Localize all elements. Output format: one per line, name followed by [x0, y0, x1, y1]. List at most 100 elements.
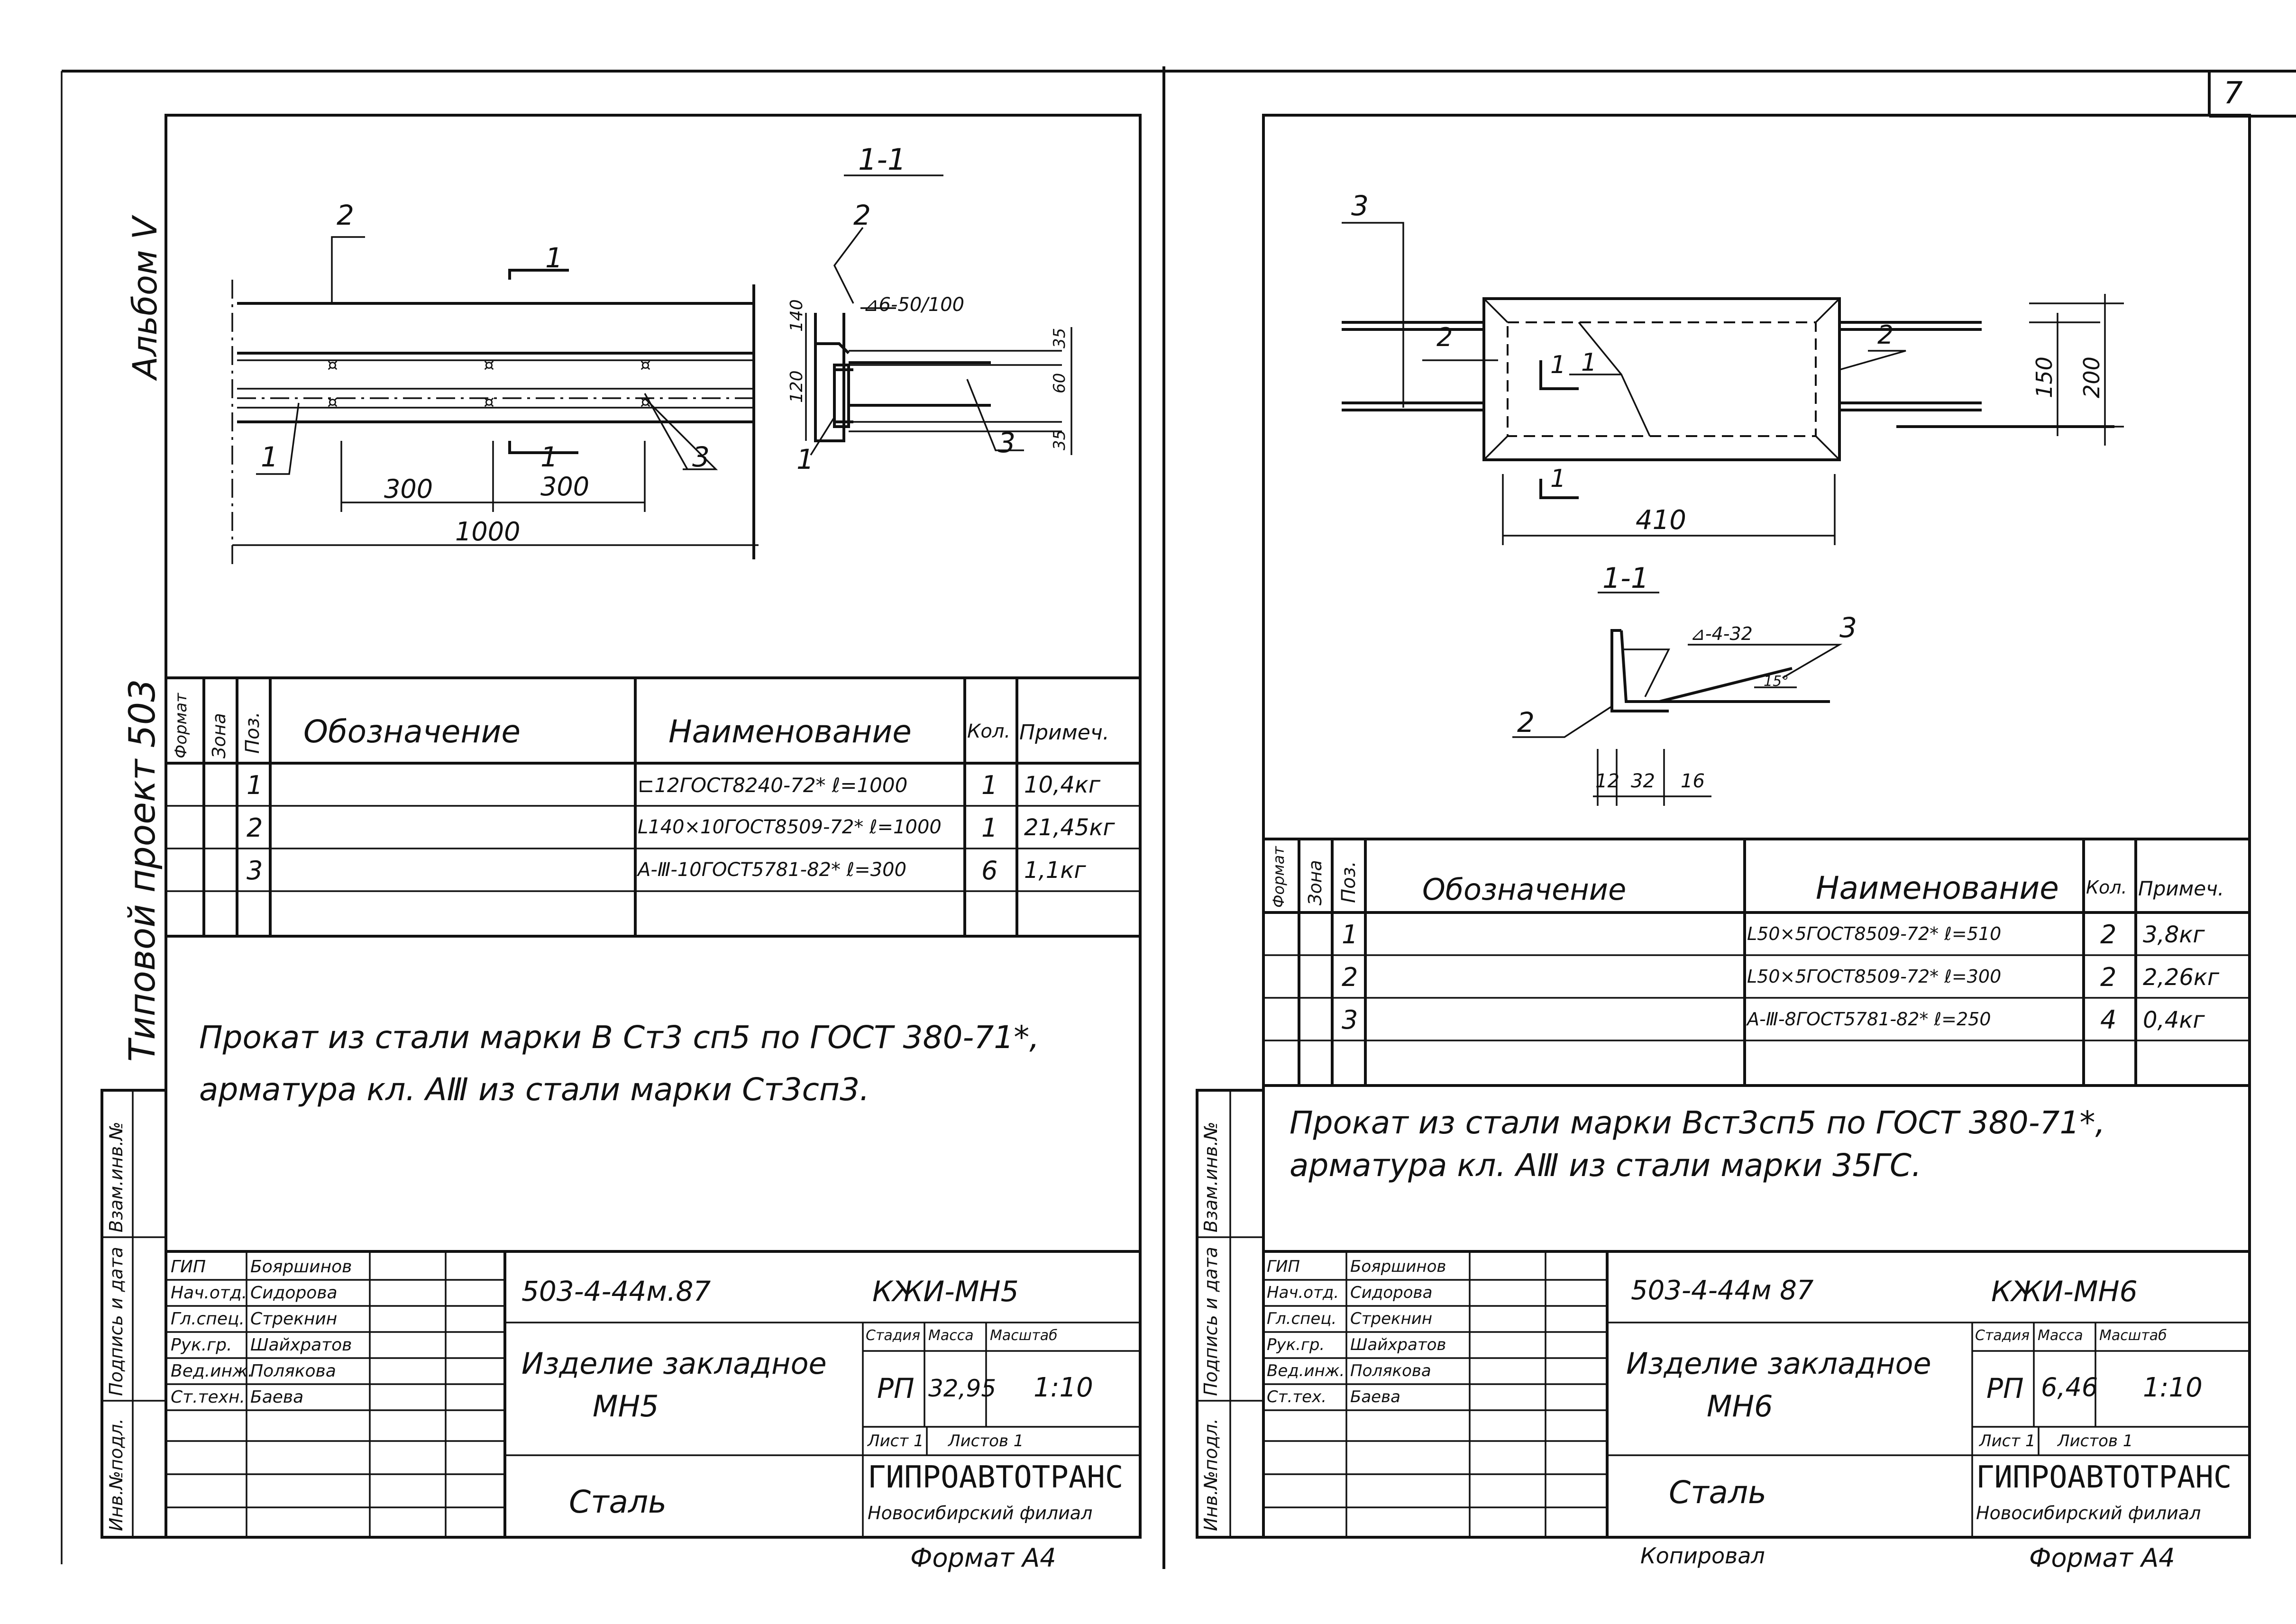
stamp-roles: ГИП Нач.отд. Гл.спец. Рук.гр. Вед.инж. С… — [1267, 1254, 1345, 1410]
label-pos-3: 3 — [1351, 190, 1369, 222]
material: Сталь — [1669, 1474, 1767, 1511]
stamp-name: Полякова — [1350, 1361, 1431, 1380]
section-title: 1-1 — [858, 142, 906, 177]
stamp-role: Ст.тех. — [1267, 1387, 1327, 1406]
label-pos-3: 3 — [692, 441, 710, 473]
project-label: Типовой проект 503 — [121, 679, 163, 1062]
stamp-role: ГИП — [171, 1257, 206, 1277]
row-name: ⊏12ГОСТ8240-72* ℓ=1000 — [638, 774, 908, 797]
stamp-role: Вед.инж. — [171, 1361, 253, 1381]
weld-symbol: ⊿-4-32 — [1690, 623, 1753, 644]
scale-label: Масштаб — [990, 1327, 1058, 1344]
organization: ГИПРОАВТОТРАНС — [868, 1460, 1124, 1495]
row-name: L140×10ГОСТ8509-72* ℓ=1000 — [638, 816, 942, 838]
row-note: 1,1кг — [1024, 857, 1086, 884]
stamp-name: Баева — [250, 1387, 304, 1407]
stamp-role: Нач.отд. — [171, 1283, 247, 1303]
svg-text:¤: ¤ — [327, 392, 338, 412]
dimension: 35 — [1050, 429, 1069, 450]
weld-symbol: ⊿6-50/100 — [863, 294, 965, 316]
inv-zam-label-right: Взам.инв.№ — [1200, 1122, 1221, 1232]
material-note: Прокат из стали марки Вст3сп5 по ГОСТ 38… — [1290, 1104, 2105, 1141]
mass-value: 6,46 — [2041, 1372, 2098, 1402]
material-note: Прокат из стали марки В Ст3 сп5 по ГОСТ … — [199, 1019, 1040, 1056]
label-pos-2: 2 — [1436, 322, 1453, 352]
header-format: Формат — [1270, 846, 1288, 908]
stamp-name: Полякова — [250, 1361, 336, 1381]
stamp-names: Бояршинов Сидорова Стрекнин Шайхратов По… — [1350, 1254, 1446, 1410]
row-note: 10,4кг — [1024, 772, 1101, 798]
stamp-role: ГИП — [1267, 1257, 1300, 1276]
stamp-name: Сидорова — [250, 1283, 338, 1303]
row-note: 3,8кг — [2143, 921, 2205, 948]
row-qty: 1 — [981, 813, 998, 843]
row-pos: 2 — [1342, 962, 1358, 992]
stamp-roles: ГИП Нач.отд. Гл.спец. Рук.гр. Вед.инж. С… — [171, 1254, 253, 1410]
header-name: Наименование — [668, 713, 912, 750]
signature-date-label: Подпись и дата — [106, 1247, 127, 1396]
dimension: 300 — [384, 474, 433, 504]
sheet-number: Лист 1 — [1979, 1432, 2036, 1451]
stamp-role: Рук.гр. — [171, 1335, 232, 1355]
mass-label: Масса — [928, 1327, 974, 1344]
dimension: 150 — [2031, 356, 2057, 398]
drawing-title: МН6 — [1707, 1389, 1773, 1423]
signature-date-label-right: Подпись и дата — [1200, 1247, 1221, 1396]
scale-value: 1:10 — [2143, 1372, 2203, 1403]
row-qty: 1 — [981, 770, 998, 800]
material-note: арматура кл. АⅢ из стали марки 35ГС. — [1290, 1147, 1921, 1184]
material-note: арматура кл. АⅢ из стали марки Ст3сп3. — [199, 1071, 870, 1108]
header-designation: Обозначение — [1422, 872, 1627, 907]
label-pos-1: 1 — [796, 443, 814, 475]
section-title: 1-1 — [1602, 562, 1649, 595]
drawing-mark: КЖИ-МН6 — [1991, 1275, 2138, 1308]
row-qty: 6 — [981, 856, 998, 885]
header-name: Наименование — [1816, 870, 2059, 906]
dimension: 60 — [1050, 373, 1069, 393]
dimension: 1000 — [455, 517, 521, 547]
row-name: A-Ⅲ-10ГОСТ5781-82* ℓ=300 — [638, 859, 907, 881]
sheets-total: Листов 1 — [948, 1432, 1024, 1451]
header-note: Примеч. — [1019, 721, 1109, 745]
stamp-name: Шайхратов — [1350, 1335, 1446, 1354]
row-pos: 1 — [247, 770, 263, 800]
stage-label: Стадия — [866, 1327, 921, 1344]
row-qty: 2 — [2100, 962, 2117, 992]
format-label: Формат А4 — [2029, 1543, 2175, 1573]
dimension: 120 — [787, 370, 806, 403]
mass-label: Масса — [2038, 1327, 2083, 1344]
label-pos-1: 1 — [1581, 348, 1597, 377]
stamp-name: Сидорова — [1350, 1283, 1433, 1302]
label-pos-2: 2 — [337, 199, 354, 231]
row-note: 21,45кг — [1024, 814, 1115, 841]
svg-text:¤: ¤ — [640, 392, 651, 412]
mass-value: 32,95 — [928, 1375, 997, 1402]
row-qty: 4 — [2100, 1005, 2117, 1035]
header-format: Формат — [172, 693, 191, 758]
header-zone: Зона — [1305, 860, 1326, 905]
scale-label: Масштаб — [2099, 1327, 2167, 1344]
angle: 15° — [1764, 673, 1789, 690]
scale-value: 1:10 — [1034, 1372, 1093, 1403]
row-name: L50×5ГОСТ8509-72* ℓ=300 — [1747, 966, 2002, 987]
stage-value: РП — [877, 1372, 915, 1405]
header-designation: Обозначение — [303, 713, 521, 750]
stamp-role: Гл.спец. — [171, 1309, 245, 1329]
stamp-name: Баева — [1350, 1387, 1400, 1406]
row-pos: 3 — [1342, 1005, 1358, 1035]
dimension: 35 — [1050, 328, 1069, 348]
row-name: L50×5ГОСТ8509-72* ℓ=510 — [1747, 923, 2002, 944]
stamp-name: Бояршинов — [250, 1257, 352, 1277]
header-qty: Кол. — [2086, 877, 2127, 898]
dimension: 32 — [1631, 770, 1655, 792]
label-pos-3: 3 — [998, 427, 1015, 459]
format-label: Формат А4 — [910, 1543, 1056, 1573]
svg-text:¤: ¤ — [484, 356, 494, 375]
row-pos: 2 — [247, 813, 263, 843]
section-arrow-label: 1 — [540, 441, 558, 473]
sheet-number: Лист 1 — [868, 1432, 924, 1451]
branch: Новосибирский филиал — [868, 1503, 1093, 1524]
stamp-role: Рук.гр. — [1267, 1335, 1325, 1354]
stamp-role: Ст.техн. — [171, 1387, 245, 1407]
